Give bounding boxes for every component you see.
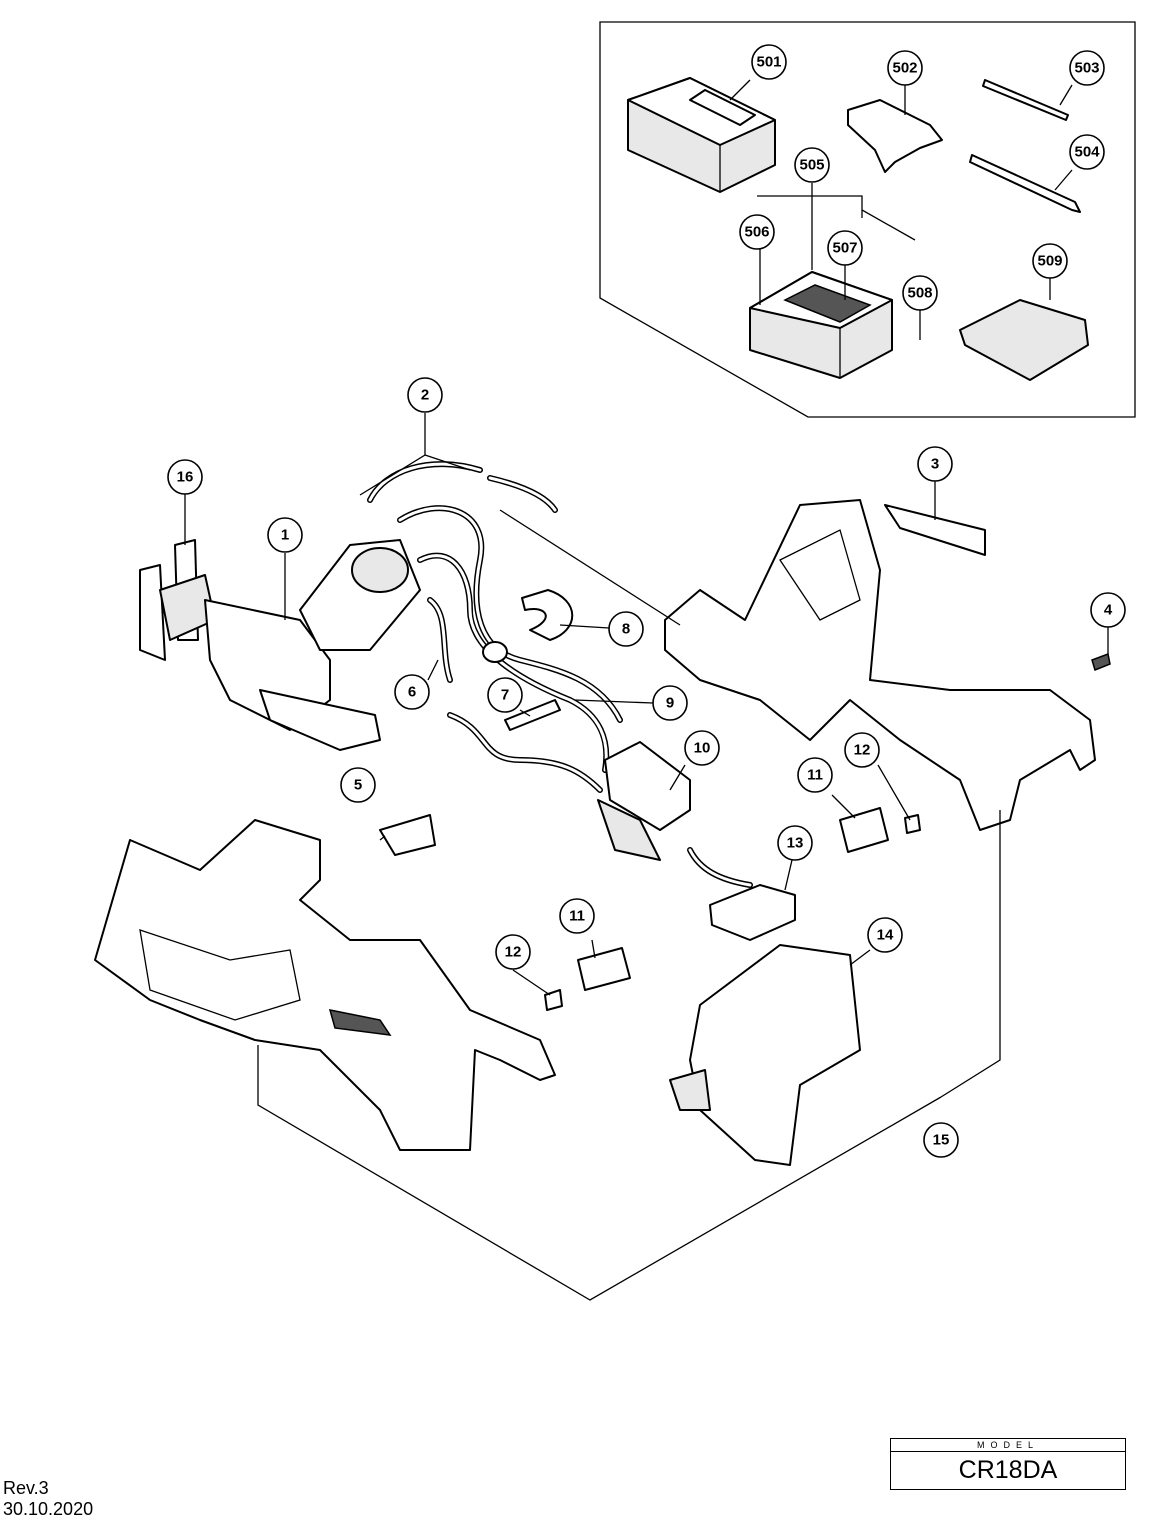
revision-number: Rev.3 — [3, 1478, 49, 1498]
callout-16: 16 — [167, 459, 203, 495]
ferrite-core-8 — [521, 589, 574, 641]
callout-label: 12 — [505, 944, 522, 961]
callout-label: 15 — [933, 1132, 950, 1149]
callout-501: 501 — [751, 44, 787, 80]
wire-harness — [367, 461, 753, 888]
callout-13: 13 — [777, 825, 813, 861]
model-box: MODEL CR18DA — [890, 1438, 1126, 1490]
callout-12: 12 — [495, 934, 531, 970]
callout-label: 501 — [756, 54, 781, 71]
callout-label: 502 — [892, 60, 917, 77]
label-plate-3 — [884, 504, 986, 556]
callout-1: 1 — [267, 517, 303, 553]
callout-label: 8 — [622, 621, 630, 638]
callout-label: 504 — [1074, 144, 1100, 161]
callout-8: 8 — [608, 611, 644, 647]
accessory-frame — [599, 21, 1136, 418]
callout-6: 6 — [394, 674, 430, 710]
callout-12: 12 — [844, 732, 880, 768]
callout-504: 504 — [1069, 134, 1105, 170]
callout-14: 14 — [867, 917, 903, 953]
revision-date: 30.10.2020 — [3, 1499, 94, 1519]
callout-4: 4 — [1090, 592, 1126, 628]
carrying-case-part — [749, 271, 893, 379]
callout-label: 509 — [1037, 253, 1062, 270]
callout-15: 15 — [923, 1122, 959, 1158]
case-insert-part — [959, 299, 1089, 381]
callout-label: 6 — [408, 684, 416, 701]
callout-11: 11 — [797, 757, 833, 793]
callout-3: 3 — [917, 446, 953, 482]
brush-11-left — [577, 947, 631, 991]
callout-7: 7 — [487, 677, 523, 713]
callout-506: 506 — [739, 214, 775, 250]
callout-503: 503 — [1069, 50, 1105, 86]
callout-label: 2 — [421, 387, 429, 404]
callout-label: 506 — [744, 224, 769, 241]
model-name: CR18DA — [958, 1456, 1058, 1484]
callout-label: 508 — [907, 285, 932, 302]
callout-label: 4 — [1104, 602, 1113, 619]
part-5 — [379, 814, 436, 856]
callout-508: 508 — [902, 275, 938, 311]
callout-label: 7 — [501, 687, 509, 704]
callout-label: 3 — [931, 456, 939, 473]
charger-part — [627, 77, 776, 193]
gear-motor-unit — [139, 539, 421, 751]
callout-label: 11 — [807, 767, 823, 784]
revision-block: Rev.3 30.10.2020 — [3, 1478, 93, 1520]
brush-11-right — [839, 807, 889, 853]
callout-label: 13 — [787, 835, 804, 852]
battery-part — [669, 944, 861, 1166]
callout-509: 509 — [1032, 243, 1068, 279]
callout-label: 9 — [666, 695, 674, 712]
callout-9: 9 — [652, 685, 688, 721]
callout-2: 2 — [407, 377, 443, 413]
housing-left-part — [94, 819, 556, 1151]
callout-10: 10 — [684, 730, 720, 766]
nut-12-right — [904, 814, 921, 834]
callout-label: 16 — [177, 469, 194, 486]
callout-label: 507 — [832, 240, 857, 257]
callout-5: 5 — [340, 767, 376, 803]
callout-507: 507 — [827, 230, 863, 266]
callout-label: 10 — [694, 740, 711, 757]
callout-502: 502 — [887, 50, 923, 86]
blade-503 — [982, 79, 1069, 121]
callout-11: 11 — [559, 898, 595, 934]
callout-label: 503 — [1074, 60, 1099, 77]
blade-504 — [969, 154, 1081, 213]
part-7 — [504, 699, 561, 731]
callout-label: 12 — [854, 742, 871, 759]
callout-label: 1 — [281, 527, 289, 544]
callout-label: 14 — [877, 927, 894, 944]
callout-label: 505 — [799, 157, 824, 174]
model-label: MODEL — [891, 1439, 1125, 1452]
housing-right-part — [664, 499, 1096, 831]
switch-part — [597, 741, 691, 861]
screw-4 — [1091, 652, 1111, 672]
battery-cover-part — [847, 99, 943, 173]
callout-label: 5 — [354, 777, 362, 794]
callout-label: 11 — [569, 908, 585, 925]
terminal-13 — [709, 884, 796, 941]
leader-lines — [184, 79, 1109, 1301]
callout-505: 505 — [794, 147, 830, 183]
